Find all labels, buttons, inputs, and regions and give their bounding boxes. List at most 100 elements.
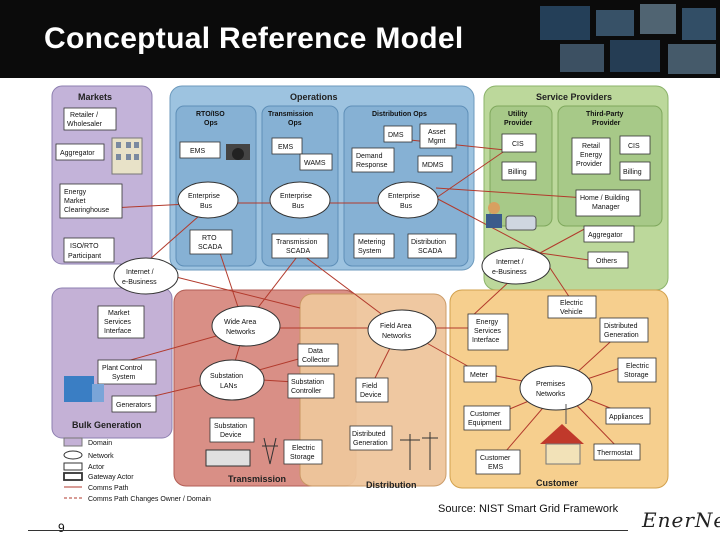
- actor-iso-rto-participant: [63, 237, 115, 263]
- actor-esi-l2: Services: [474, 328, 501, 335]
- actor-cust-ems-l1: Customer: [480, 455, 511, 462]
- network-clouds: [113, 181, 593, 411]
- subhead-rto-iso-2: Ops: [204, 120, 218, 127]
- actor-esi-l1: Energy: [476, 319, 499, 326]
- actor-sub-device-l2: Device: [220, 432, 242, 439]
- actor-generators-label: Generators: [116, 402, 152, 409]
- actor-dist-scada: [407, 233, 457, 259]
- actor-retail-ep-l1: Retail: [582, 143, 600, 150]
- actor-field-device: [355, 377, 389, 403]
- cloud-internet1-l1: Internet /: [126, 269, 154, 276]
- cloud-enterprise-bus-2: [269, 181, 331, 219]
- cloud-internet-1: [113, 257, 179, 295]
- legend-network: Network: [88, 453, 114, 460]
- cloud-enterprise-bus-3: [377, 181, 439, 219]
- footer-divider: [28, 530, 628, 531]
- actor-ev: [547, 295, 597, 319]
- subhead-third-party-1: Third-Party: [586, 111, 623, 118]
- actors: [55, 107, 657, 475]
- actor-retail-ep-l3: Provider: [576, 161, 603, 168]
- actor-home-mgr-l2: Manager: [592, 204, 620, 211]
- subhead-rto-iso-1: RTO/ISO: [196, 111, 225, 118]
- actor-ev-l2: Vehicle: [560, 309, 583, 316]
- actor-plant-control: [97, 359, 157, 385]
- domain-label-operations: Operations: [290, 92, 338, 102]
- actor-elec-storage-c-l1: Electric: [626, 363, 649, 370]
- cloud-premises-l1: Premises: [536, 381, 566, 388]
- actor-dms: [383, 125, 413, 143]
- cloud-premises-l2: Networks: [536, 391, 566, 398]
- actor-substation-controller: [287, 373, 335, 399]
- actor-billing-1: [501, 161, 537, 181]
- domain-label-customer: Customer: [536, 478, 579, 488]
- cloud-internet2-l1: Internet /: [496, 259, 524, 266]
- actor-trans-scada-l2: SCADA: [286, 248, 310, 255]
- actor-iso-rto-l1: ISO/RTO: [70, 243, 99, 250]
- cloud-substation-lans: [199, 359, 265, 401]
- power-plant-icon: [64, 376, 104, 402]
- page-title: Conceptual Reference Model: [44, 22, 464, 55]
- actor-ems-2: [271, 137, 303, 155]
- actor-cis-2: [619, 135, 651, 155]
- actor-cust-equip: [463, 405, 511, 431]
- actor-generators: [111, 395, 157, 413]
- actor-energy-market-l1: Energy: [64, 189, 87, 196]
- actor-sub-device-l1: Substation: [214, 423, 247, 430]
- actor-wams-label: WAMS: [304, 160, 326, 167]
- actor-rto-scada-l1: RTO: [202, 235, 217, 242]
- actor-retail-ep-l2: Energy: [580, 152, 603, 159]
- actor-demand-response: [351, 147, 395, 173]
- actor-rto-scada-l2: SCADA: [198, 244, 222, 251]
- actor-aggregator-m-label: Aggregator: [60, 150, 95, 157]
- cloud-ent-bus3-l1: Enterprise: [388, 193, 420, 200]
- actor-plant-ctrl-l1: Plant Control: [102, 365, 143, 372]
- actor-substation-device: [209, 417, 255, 443]
- actor-data-collector: [297, 343, 339, 367]
- technician-icon: [486, 202, 537, 231]
- cloud-ent-bus1-l2: Bus: [200, 203, 213, 210]
- actor-dms-label: DMS: [388, 132, 404, 139]
- subhead-trans-ops-2: Ops: [288, 120, 302, 127]
- actor-meter-label: Meter: [470, 372, 489, 379]
- cloud-fan-l1: Field Area: [380, 323, 412, 330]
- domain-label-distribution: Distribution: [366, 480, 417, 490]
- page-number: 9: [58, 521, 65, 535]
- subhead-dist-ops: Distribution Ops: [372, 111, 427, 118]
- actor-labels: Retailer / Wholesaler Aggregator Energy …: [60, 112, 649, 471]
- actor-energy-market-l2: Market: [64, 198, 85, 205]
- legend-comms: Comms Path: [88, 485, 129, 492]
- legend-actor: Actor: [88, 464, 105, 471]
- title-banner: Conceptual Reference Model: [0, 0, 720, 78]
- actor-mdms: [417, 155, 453, 173]
- domain-label-bulk-generation: Bulk Generation: [72, 420, 142, 430]
- subhead-utility-1: Utility: [508, 111, 528, 118]
- legend-comms-change: Comms Path Changes Owner / Domain: [88, 496, 211, 503]
- cloud-internet2-l2: e-Business: [492, 269, 527, 276]
- actor-esi: [467, 313, 509, 351]
- actor-home-mgr-l1: Home / Building: [580, 195, 630, 202]
- actor-wams: [299, 153, 333, 171]
- actor-cust-ems-l2: EMS: [488, 464, 504, 471]
- actor-field-device-l1: Field: [362, 383, 377, 390]
- actor-data-collector-l2: Collector: [302, 357, 330, 364]
- cloud-fan-l2: Networks: [382, 333, 412, 340]
- actor-trans-scada: [271, 233, 329, 259]
- cloud-wide-area: [211, 305, 281, 347]
- cloud-wan-l1: Wide Area: [224, 319, 256, 326]
- actor-dist-scada-l1: Distribution: [411, 239, 446, 246]
- actor-billing-2: [619, 161, 651, 181]
- actor-retail-energy-provider: [571, 137, 611, 175]
- actor-dist-gen-c-l2: Generation: [604, 332, 639, 339]
- actor-cust-equip-l2: Equipment: [468, 420, 502, 427]
- cloud-internet-2: [481, 247, 551, 285]
- domain-label-service-providers: Service Providers: [536, 92, 612, 102]
- actor-thermostat-label: Thermostat: [597, 450, 632, 457]
- cloud-ent-bus2-l1: Enterprise: [280, 193, 312, 200]
- actor-appliances: [605, 407, 651, 425]
- legend: Domain Network Actor Gateway Actor Comms…: [63, 437, 211, 503]
- actor-aggregator-sp: [583, 225, 635, 243]
- actor-dist-gen-d-l2: Generation: [353, 440, 388, 447]
- actor-aggregator-sp-label: Aggregator: [588, 232, 623, 239]
- actor-others: [587, 251, 629, 269]
- actor-energy-market: [59, 183, 123, 219]
